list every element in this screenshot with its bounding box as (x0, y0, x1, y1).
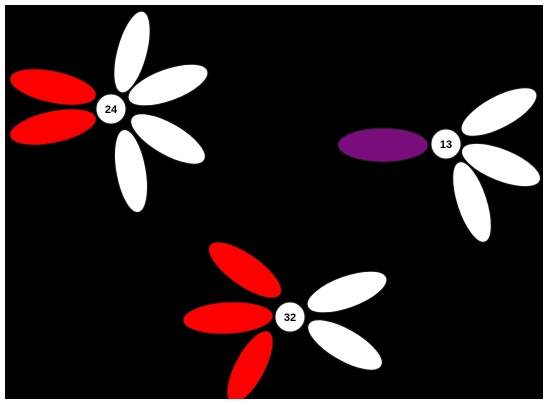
petal-red (7, 62, 100, 112)
petal-red (7, 102, 100, 152)
flower-24: 24 (7, 8, 213, 215)
petal-purple (338, 128, 428, 162)
petal-white (454, 78, 543, 146)
petal-white (301, 310, 390, 380)
flower-number-label: 13 (440, 139, 452, 151)
flower-number-label: 32 (284, 312, 296, 324)
flower-canvas: 24 13 32 (5, 5, 543, 399)
petal-red (182, 300, 274, 337)
petal-white (302, 263, 392, 322)
flower-32: 32 (182, 232, 392, 399)
petal-red (218, 325, 282, 399)
petal-red (201, 232, 290, 308)
flower-number-label: 24 (105, 104, 118, 116)
flower-13: 13 (338, 78, 543, 246)
